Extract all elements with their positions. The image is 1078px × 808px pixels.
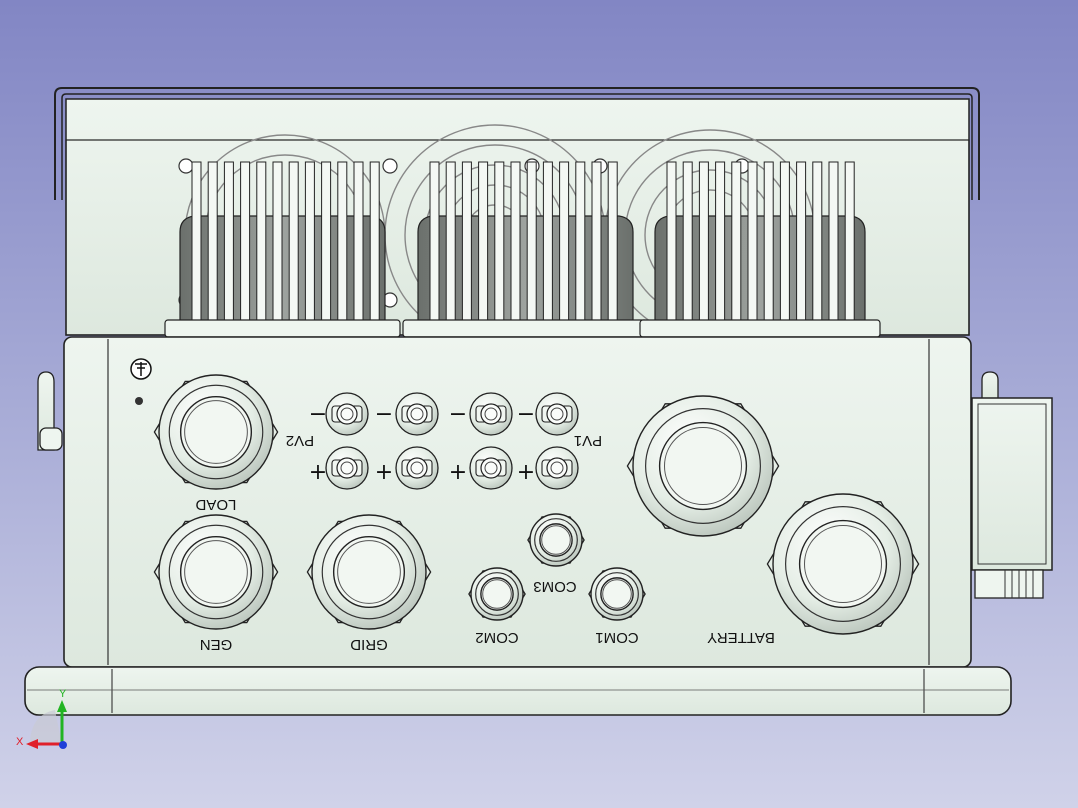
- ground-symbol-icon: [130, 358, 152, 405]
- heatsink-fin: [256, 161, 267, 336]
- heatsink-fin: [698, 161, 709, 336]
- pv-connector-minus: [535, 392, 579, 436]
- heatsink-fin: [240, 161, 251, 336]
- heatsink-fin: [478, 161, 489, 336]
- pv-connector-plus: [395, 446, 439, 490]
- pv-connector-plus: [325, 446, 369, 490]
- pv-connector-minus: [325, 392, 369, 436]
- heatsink-module: [164, 161, 401, 338]
- label-com3: COM3: [533, 578, 576, 595]
- heatsink-module: [639, 161, 881, 338]
- pv-connector-plus: [535, 446, 579, 490]
- pv-polarity-signs: − − − − + + + +: [309, 402, 535, 485]
- heatsink-fin: [494, 161, 505, 336]
- heatsink-fin: [369, 161, 380, 336]
- heatsink-fin: [812, 161, 823, 336]
- pv-connector-plus: [469, 446, 513, 490]
- heatsink-fin: [747, 161, 758, 336]
- plus-sign: +: [449, 460, 467, 485]
- pv-connector-minus: [469, 392, 513, 436]
- heatsink-fin: [207, 161, 218, 336]
- heatsink-fin: [666, 161, 677, 336]
- gland-com3: [527, 513, 585, 567]
- plus-sign: +: [375, 460, 393, 485]
- y-axis-arrow-icon: [57, 700, 67, 712]
- heatsink-fin: [682, 161, 693, 336]
- pv-connectors: [325, 392, 579, 490]
- axis-triad[interactable]: X Y: [16, 688, 67, 749]
- gland-gen: [153, 514, 279, 630]
- x-axis-arrow-icon: [26, 739, 38, 749]
- label-gen: GEN: [200, 636, 233, 653]
- heatsink-fin: [575, 161, 586, 336]
- gland-load: [153, 374, 279, 490]
- label-com1: COM1: [595, 629, 638, 646]
- heatsink-fin: [429, 161, 440, 336]
- z-axis-dot: [59, 741, 67, 749]
- gland-com2: [468, 567, 526, 621]
- cable-glands: [153, 374, 920, 635]
- heatsink-fin: [607, 161, 618, 336]
- gland-com1: [588, 567, 646, 621]
- heatsink-fin: [272, 161, 283, 336]
- gland-grid: [306, 514, 432, 630]
- heatsink-fin: [796, 161, 807, 336]
- heatsink-fin: [715, 161, 726, 336]
- heatsink-fin: [223, 161, 234, 336]
- heatsink-fin: [559, 161, 570, 336]
- heatsink-fin: [844, 161, 855, 336]
- heatsink-fin: [731, 161, 742, 336]
- minus-sign: −: [517, 402, 535, 427]
- right-side-box: [971, 371, 1053, 599]
- minus-sign: −: [375, 402, 393, 427]
- minus-sign: −: [309, 402, 327, 427]
- heatsink-fin: [321, 161, 332, 336]
- pv-connector-minus: [395, 392, 439, 436]
- left-hook: [37, 371, 63, 451]
- plus-sign: +: [517, 460, 535, 485]
- heatsink-fin: [542, 161, 553, 336]
- heatsink-fin: [591, 161, 602, 336]
- heatsink-fin: [288, 161, 299, 336]
- base-plate: [24, 666, 1012, 716]
- heatsink-fin: [526, 161, 537, 336]
- label-battery: BATTERY: [707, 629, 775, 646]
- label-com2: COM2: [475, 629, 518, 646]
- heatsink-fin: [304, 161, 315, 336]
- y-axis-label: Y: [59, 688, 67, 700]
- heatsink-fin: [779, 161, 790, 336]
- heatsink-fin: [337, 161, 348, 336]
- x-axis-label: X: [16, 736, 24, 748]
- gland-battery-lower: [766, 493, 920, 635]
- heatsink-fin: [461, 161, 472, 336]
- plus-sign: +: [309, 460, 327, 485]
- label-pv2: PV2: [286, 432, 314, 449]
- minus-sign: −: [449, 402, 467, 427]
- heatsink-fin: [445, 161, 456, 336]
- heatsink-fin: [828, 161, 839, 336]
- heatsink-group: [164, 161, 881, 338]
- heatsink-fin: [353, 161, 364, 336]
- panel-labels: LOAD GEN GRID PV2 PV1 COM3 COM2 COM1 BAT…: [195, 432, 774, 653]
- label-grid: GRID: [350, 636, 388, 653]
- label-pv1: PV1: [574, 432, 602, 449]
- gland-battery-upper: [626, 395, 780, 537]
- heatsink-fin: [191, 161, 202, 336]
- heatsink-module: [402, 161, 649, 338]
- heatsink-fin: [763, 161, 774, 336]
- heatsink-fin: [510, 161, 521, 336]
- label-load: LOAD: [195, 496, 236, 513]
